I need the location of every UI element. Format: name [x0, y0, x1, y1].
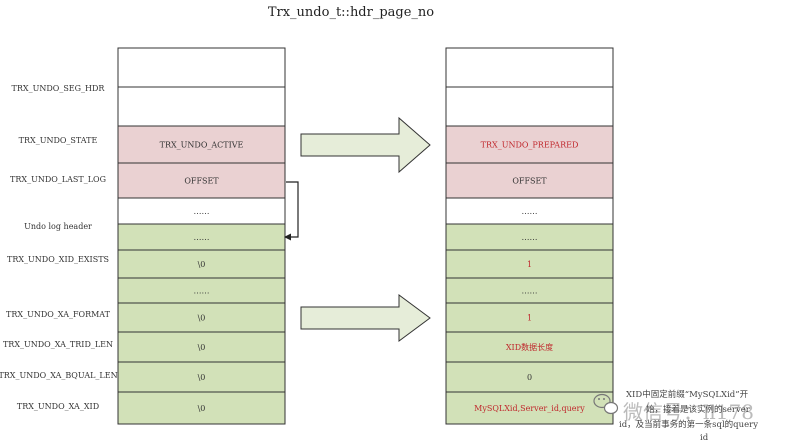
left-cell-text-8: \0: [198, 314, 206, 323]
watermark-line-3: id，及当前事务的第一条sql的query: [619, 419, 758, 430]
left-cell-2: [117, 125, 286, 164]
row-label-trx-undo-xa-xid: TRX_UNDO_XA_XID: [17, 402, 99, 411]
row-label-trx-undo-xa-trid-len: TRX_UNDO_XA_TRID_LEN: [3, 340, 113, 349]
left-cell-11: [117, 391, 286, 425]
transition-arrow-upper: [300, 116, 431, 174]
row-label-trx-undo-xa-format: TRX_UNDO_XA_FORMAT: [6, 310, 111, 319]
left-cell-0: [117, 47, 286, 88]
right-cell-0: [445, 47, 614, 88]
left-cell-text-6: \0: [198, 260, 206, 269]
right-cell-text-2: TRX_UNDO_PREPARED: [481, 141, 579, 150]
right-cell-8: [445, 302, 614, 333]
left-cell-text-4: ……: [194, 207, 210, 216]
right-cell-text-8: 1: [527, 314, 532, 323]
left-cell-text-10: \0: [198, 373, 206, 382]
row-label-trx-undo-state: TRX_UNDO_STATE: [19, 136, 98, 145]
left-page-column: TRX_UNDO_ACTIVE OFFSET …… …… \0 …… \0 \0 \0 \0: [117, 47, 286, 425]
wechat-logo-icon: [593, 393, 619, 415]
watermark: 微信号：ll178 XID中固定前缀“MySQLXid”开 始，接着是该实例的s…: [593, 389, 758, 443]
row-label-trx-undo-xa-bqual-len: TRX_UNDO_XA_BQUAL_LEN: [0, 371, 118, 380]
transition-arrow-lower: [300, 294, 431, 342]
left-cell-1: [117, 86, 286, 127]
row-label-trx-undo-xid-exists: TRX_UNDO_XID_EXISTS: [7, 255, 109, 264]
left-cell-text-9: \0: [198, 343, 206, 352]
right-cell-11: [445, 391, 614, 425]
right-cell-text-11: MySQLXid,Server_id,query: [474, 404, 585, 413]
left-cell-text-3: OFFSET: [184, 177, 219, 186]
offset-pointer-arrow: [284, 181, 299, 241]
watermark-line-2: 始，接着是该实例的server: [646, 404, 751, 415]
row-label-undo-log-header: Undo log header: [24, 222, 92, 231]
row-label-trx-undo-last-log: TRX_UNDO_LAST_LOG: [10, 175, 106, 184]
diagram-title: Trx_undo_t::hdr_page_no: [268, 5, 434, 20]
left-cell-text-2: TRX_UNDO_ACTIVE: [160, 141, 244, 150]
watermark-brand: 微信号：ll178: [623, 400, 754, 424]
watermark-line-4: id: [700, 433, 709, 443]
right-cell-text-5: ……: [522, 233, 538, 242]
right-cell-5: [445, 223, 614, 251]
right-cell-text-4: ……: [522, 207, 538, 216]
left-cell-9: [117, 331, 286, 363]
right-cell-2: [445, 125, 614, 164]
row-labels: TRX_UNDO_SEG_HDR TRX_UNDO_STATE TRX_UNDO_L…: [0, 84, 118, 411]
right-cell-3: [445, 162, 614, 199]
right-cell-1: [445, 86, 614, 127]
right-cell-text-3: OFFSET: [512, 177, 547, 186]
left-cell-3: [117, 162, 286, 199]
right-cell-text-6: 1: [527, 260, 532, 269]
right-cell-text-10: 0: [527, 373, 532, 382]
left-cell-text-7: ……: [194, 287, 210, 296]
watermark-line-1: XID中固定前缀“MySQLXid”开: [626, 389, 749, 400]
right-cell-text-9: XID数据长度: [506, 342, 553, 352]
right-cell-text-7: ……: [522, 287, 538, 296]
left-cell-text-5: ……: [194, 233, 210, 242]
right-cell-10: [445, 361, 614, 393]
right-cell-9: [445, 331, 614, 363]
left-cell-text-11: \0: [198, 404, 206, 413]
right-cell-7: [445, 277, 614, 304]
row-label-trx-undo-seg-hdr: TRX_UNDO_SEG_HDR: [12, 84, 106, 93]
left-cell-7: [117, 277, 286, 304]
